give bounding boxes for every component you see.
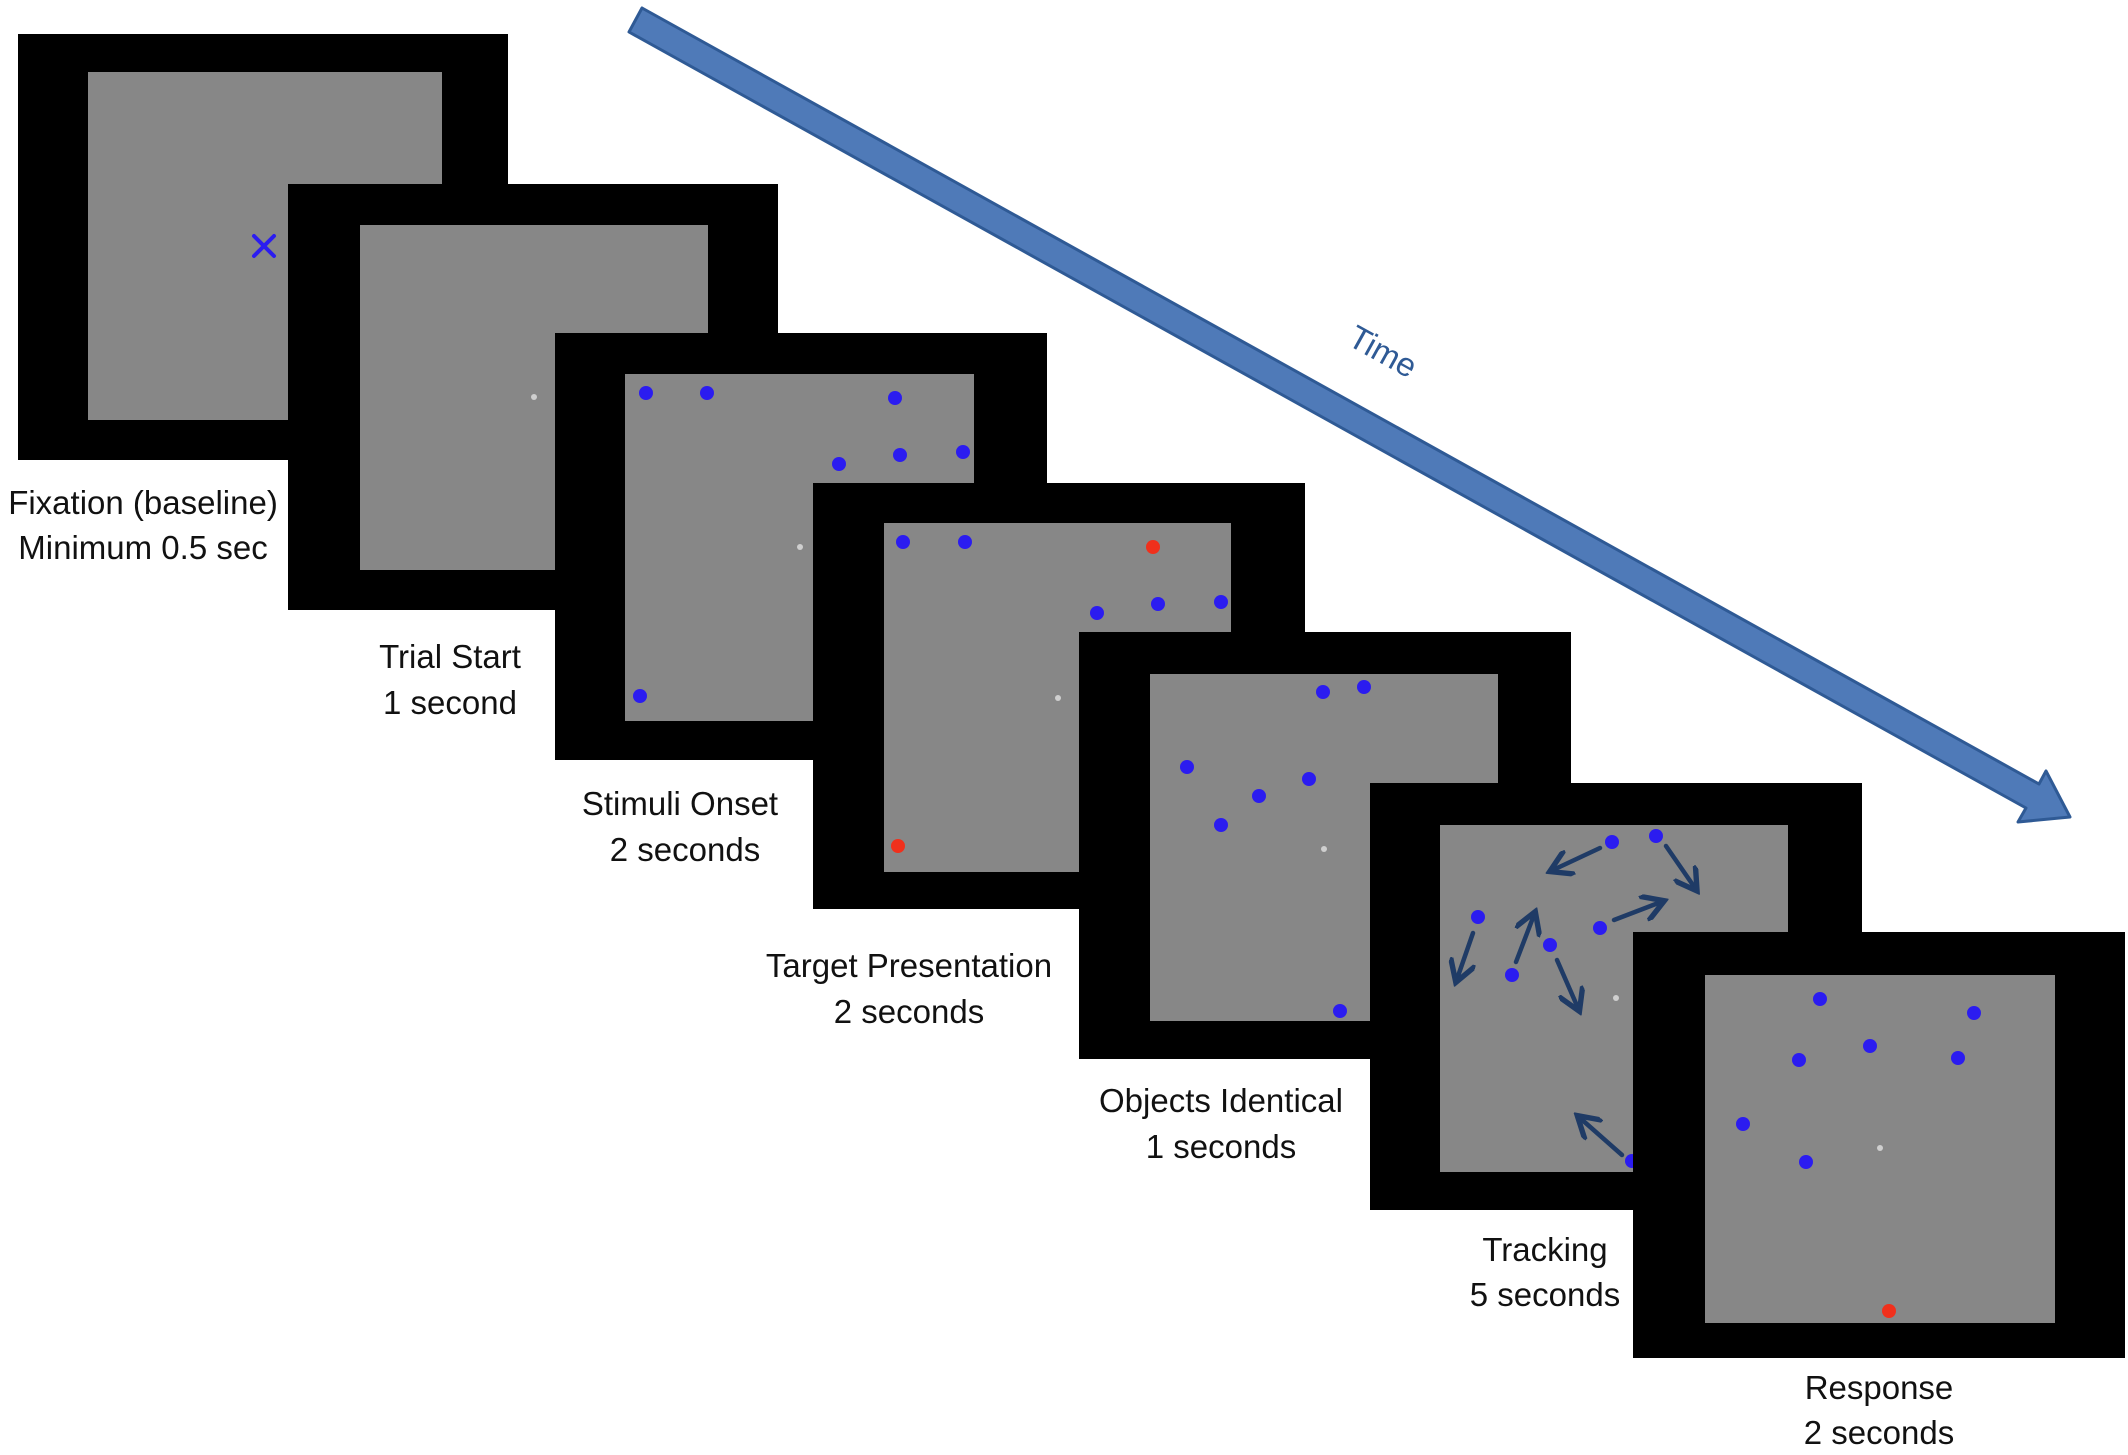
- object-dot: [1214, 595, 1228, 609]
- fixation-point: [1613, 995, 1619, 1001]
- object-dot: [1357, 680, 1371, 694]
- fixation-point: [797, 544, 803, 550]
- stage-duration: 5 seconds: [1470, 1276, 1620, 1313]
- fixation-point: [1877, 1145, 1883, 1151]
- object-dot: [958, 535, 972, 549]
- object-dot: [832, 457, 846, 471]
- object-dot: [1471, 910, 1485, 924]
- object-dot: [1736, 1117, 1750, 1131]
- arrow-icon: [1457, 930, 1473, 979]
- object-dot: [1605, 835, 1619, 849]
- stage-duration: 1 seconds: [1146, 1128, 1296, 1165]
- object-dot: [1792, 1053, 1806, 1067]
- object-dot: [1505, 968, 1519, 982]
- object-dot: [1302, 772, 1316, 786]
- stage-title: Target Presentation: [766, 947, 1052, 984]
- arrow-icon: [1513, 915, 1534, 965]
- stage-title: Fixation (baseline): [8, 484, 278, 521]
- stage-duration: 1 second: [383, 684, 517, 721]
- object-dot: [1813, 992, 1827, 1006]
- object-dot: [1151, 597, 1165, 611]
- target-dot: [1146, 540, 1160, 554]
- arrow-icon: [1580, 1118, 1625, 1158]
- object-dot: [700, 386, 714, 400]
- stage-duration: Minimum 0.5 sec: [18, 529, 267, 566]
- object-dot: [1967, 1006, 1981, 1020]
- object-dot: [633, 689, 647, 703]
- object-dots: [1736, 992, 1981, 1169]
- object-dot: [1863, 1039, 1877, 1053]
- target-dot: [1882, 1304, 1896, 1318]
- object-dot: [1316, 685, 1330, 699]
- time-arrow: [627, 6, 2072, 824]
- stage-duration: 2 seconds: [1804, 1414, 1954, 1451]
- arrow-icon: [1554, 957, 1578, 1008]
- object-dot: [893, 448, 907, 462]
- time-arrow-shape: [627, 6, 2072, 824]
- object-dot: [1543, 938, 1557, 952]
- target-dot: [891, 839, 905, 853]
- object-dot: [1090, 606, 1104, 620]
- arrow-icon: [1663, 843, 1695, 888]
- x-cross-icon: [252, 234, 276, 258]
- stage-labels: Fixation (baseline) Minimum 0.5 sec Tria…: [8, 484, 1954, 1451]
- stage-title: Objects Identical: [1099, 1082, 1343, 1119]
- object-dot: [1252, 789, 1266, 803]
- stage-response: [1633, 932, 2125, 1358]
- object-dots: [1180, 680, 1371, 1018]
- fixation-point: [1321, 846, 1327, 852]
- object-dot: [888, 391, 902, 405]
- object-dot: [1951, 1051, 1965, 1065]
- object-dot: [1214, 818, 1228, 832]
- arrow-icon: [1611, 902, 1661, 923]
- fixation-point: [531, 394, 537, 400]
- motion-arrows: [1457, 843, 1695, 1158]
- fixation-point: [1055, 695, 1061, 701]
- object-dot: [1333, 1004, 1347, 1018]
- arrow-icon: [1553, 845, 1603, 870]
- object-dot: [639, 386, 653, 400]
- stage-title: Tracking: [1482, 1231, 1607, 1268]
- stage-title: Response: [1805, 1369, 1954, 1406]
- stage-title: Stimuli Onset: [582, 785, 778, 822]
- stage-title: Trial Start: [379, 638, 521, 675]
- object-dots: [896, 535, 1228, 620]
- stage-duration: 2 seconds: [834, 993, 984, 1030]
- time-label: Time: [1343, 318, 1424, 385]
- object-dots: [633, 386, 970, 703]
- object-dot: [896, 535, 910, 549]
- object-dot: [956, 445, 970, 459]
- stage-duration: 2 seconds: [610, 831, 760, 868]
- object-dot: [1649, 829, 1663, 843]
- object-dot: [1799, 1155, 1813, 1169]
- object-dot: [1180, 760, 1194, 774]
- object-dot: [1593, 921, 1607, 935]
